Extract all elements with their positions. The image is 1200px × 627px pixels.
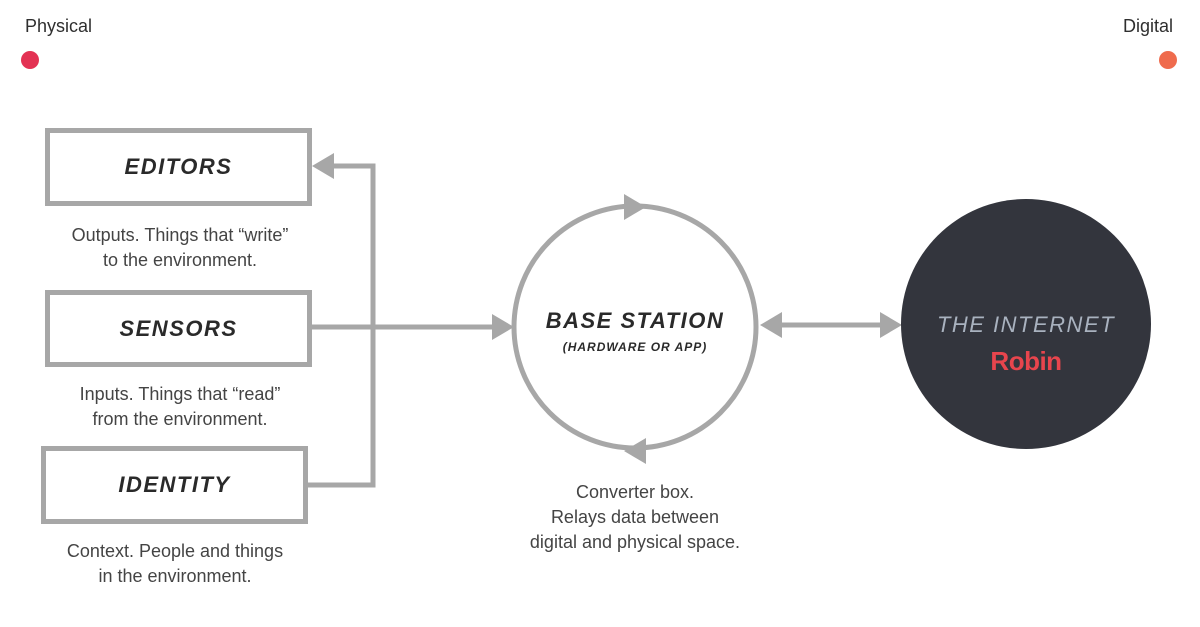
cycle-arrow-bottom — [624, 438, 646, 464]
arrow-into-editors — [312, 153, 334, 179]
base-station-title: BASE STATION — [545, 308, 725, 333]
sensors-caption: Inputs. Things that “read” from the envi… — [40, 382, 320, 432]
arrow-right-to-internet — [880, 312, 902, 338]
sensors-caption-line-1: Inputs. Things that “read” — [79, 384, 281, 404]
scale-end-dot — [1159, 51, 1177, 69]
scale-start-dot — [21, 51, 39, 69]
robin-logo: Robin — [990, 346, 1062, 376]
base-caption-line-3: digital and physical space. — [529, 532, 741, 552]
identity-caption: Context. People and things in the enviro… — [35, 539, 315, 589]
scale-label-digital: Digital — [1122, 16, 1173, 36]
scale-label-physical: Physical — [25, 16, 93, 36]
identity-box: IDENTITY — [41, 446, 308, 524]
cycle-arrow-top — [624, 194, 646, 220]
sensors-label: SENSORS — [119, 315, 238, 341]
base-station-subtitle: (HARDWARE OR APP) — [562, 340, 708, 354]
editors-box: EDITORS — [45, 128, 312, 206]
editors-label: EDITORS — [124, 154, 233, 179]
identity-label: IDENTITY — [118, 472, 231, 497]
sensors-box: SENSORS — [45, 290, 312, 367]
identity-caption-line-2: in the environment. — [98, 566, 252, 586]
base-caption-line-2: Relays data between — [550, 507, 720, 527]
identity-caption-line-1: Context. People and things — [66, 541, 284, 561]
editors-caption-line-2: to the environment. — [102, 250, 258, 270]
connector-lines — [308, 163, 882, 488]
internet-title: THE INTERNET — [936, 312, 1116, 337]
sensors-caption-line-2: from the environment. — [92, 409, 268, 429]
arrow-into-base-station — [492, 314, 514, 340]
editors-caption: Outputs. Things that “write” to the envi… — [40, 223, 320, 273]
base-station-caption: Converter box. Relays data between digit… — [495, 480, 775, 555]
base-caption-line-1: Converter box. — [575, 482, 695, 502]
editors-caption-line-1: Outputs. Things that “write” — [71, 225, 289, 245]
internet-circle — [901, 199, 1151, 449]
arrow-left-to-base-station — [760, 312, 782, 338]
